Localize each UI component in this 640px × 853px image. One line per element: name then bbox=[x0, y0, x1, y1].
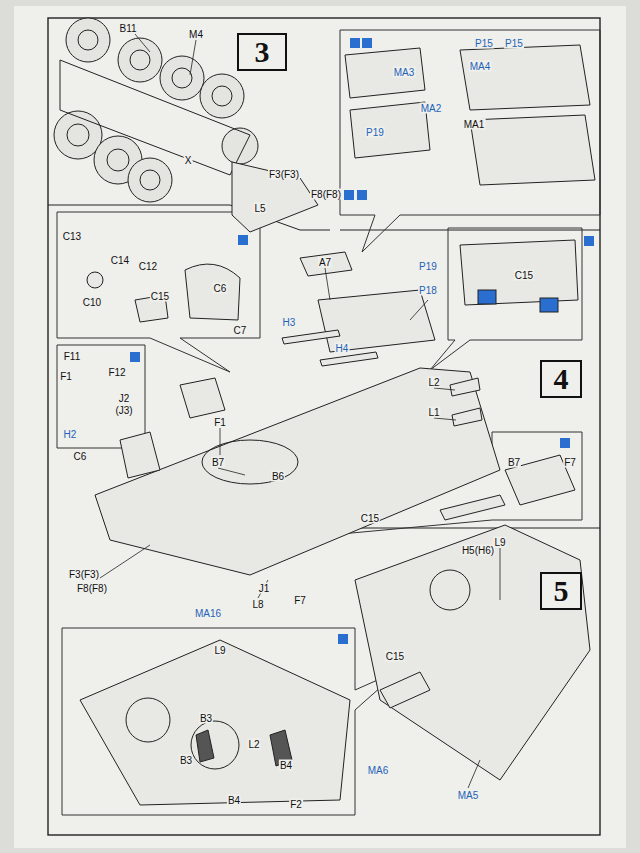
part-number: MA16 bbox=[194, 608, 222, 619]
step-number: 4 bbox=[554, 363, 569, 395]
hull-parts bbox=[80, 45, 595, 805]
part-number: X bbox=[184, 155, 193, 166]
step-number: 5 bbox=[554, 575, 569, 607]
part-number: C12 bbox=[138, 261, 158, 272]
part-number: F7 bbox=[563, 457, 577, 468]
part-number: L8 bbox=[251, 599, 264, 610]
part-number: B11 bbox=[118, 23, 137, 34]
part-number: B4 bbox=[227, 795, 241, 806]
part-number: B4 bbox=[279, 760, 293, 771]
part-number: C15 bbox=[150, 291, 170, 302]
part-number: H4 bbox=[335, 343, 350, 354]
part-number: P18 bbox=[418, 285, 438, 296]
road-wheels bbox=[54, 18, 258, 202]
part-number: H5(H6) bbox=[461, 545, 495, 556]
part-number: L1 bbox=[427, 407, 440, 418]
part-number: MA4 bbox=[469, 61, 492, 72]
part-number: F1 bbox=[59, 371, 73, 382]
part-number: B3 bbox=[179, 755, 193, 766]
part-number: F3(F3) bbox=[68, 569, 100, 580]
part-number: F2 bbox=[289, 799, 303, 810]
part-number: P19 bbox=[365, 127, 385, 138]
part-number: F8(F8) bbox=[310, 189, 342, 200]
part-number: (J3) bbox=[114, 405, 133, 416]
paint-icons bbox=[130, 38, 594, 644]
part-number: L2 bbox=[427, 377, 440, 388]
part-number: L2 bbox=[247, 739, 260, 750]
part-number: J2 bbox=[118, 393, 131, 404]
part-number: C15 bbox=[514, 270, 534, 281]
part-number: F3(F3) bbox=[268, 169, 300, 180]
part-number: MA1 bbox=[463, 119, 486, 130]
part-number: F1 bbox=[213, 417, 227, 428]
part-number: F7 bbox=[293, 595, 307, 606]
inset-panels bbox=[57, 30, 600, 815]
part-number: P15 bbox=[504, 38, 524, 49]
part-number: C14 bbox=[110, 255, 130, 266]
part-number: L9 bbox=[493, 537, 506, 548]
part-number: B6 bbox=[271, 471, 285, 482]
part-number: P15 bbox=[474, 38, 494, 49]
part-number: H3 bbox=[282, 317, 297, 328]
part-number: B7 bbox=[211, 457, 225, 468]
step-number: 3 bbox=[255, 36, 270, 68]
part-number: A7 bbox=[318, 257, 332, 268]
part-number: H2 bbox=[63, 429, 78, 440]
step-number-box: 5 bbox=[540, 572, 582, 610]
part-number: C10 bbox=[82, 297, 102, 308]
part-number: M4 bbox=[188, 29, 204, 40]
part-number: C6 bbox=[213, 283, 228, 294]
step-number-box: 4 bbox=[540, 360, 582, 398]
part-number: MA3 bbox=[393, 67, 416, 78]
part-number: F12 bbox=[107, 367, 126, 378]
part-number: P19 bbox=[418, 261, 438, 272]
part-number: F11 bbox=[63, 351, 82, 362]
part-number: L5 bbox=[253, 203, 266, 214]
part-number: MA5 bbox=[457, 790, 480, 801]
part-number: C7 bbox=[233, 325, 248, 336]
part-number: B7 bbox=[507, 457, 521, 468]
part-number: C6 bbox=[73, 451, 88, 462]
part-number: F8(F8) bbox=[76, 583, 108, 594]
part-number: MA2 bbox=[420, 103, 443, 114]
part-number: L9 bbox=[213, 645, 226, 656]
part-number: J1 bbox=[258, 583, 271, 594]
part-number: C15 bbox=[385, 651, 405, 662]
step-number-box: 3 bbox=[237, 33, 287, 71]
part-number: B3 bbox=[199, 713, 213, 724]
part-number: C13 bbox=[62, 231, 82, 242]
part-number: MA6 bbox=[367, 765, 390, 776]
part-number: C15 bbox=[360, 513, 380, 524]
leader-lines bbox=[100, 34, 500, 788]
frame bbox=[48, 18, 600, 835]
